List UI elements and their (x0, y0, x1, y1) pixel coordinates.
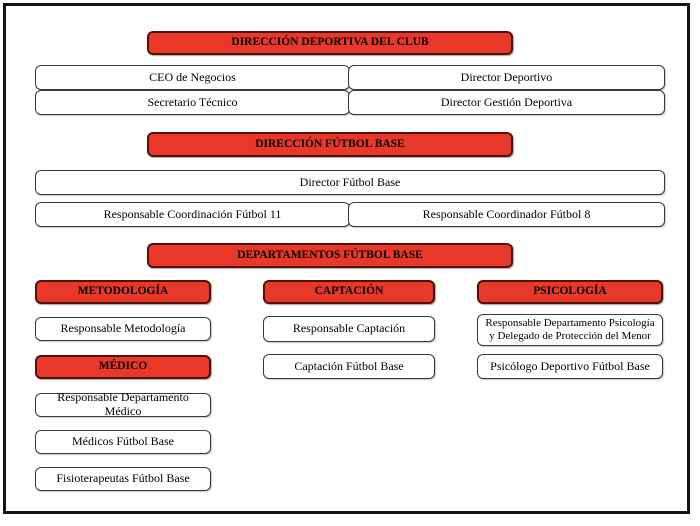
role-responsable-captacion: Responsable Captación (263, 316, 435, 342)
role-medicos-futbol-base: Médicos Fútbol Base (35, 430, 211, 454)
dept-header-psicologia: PSICOLOGÍA (477, 280, 663, 304)
role-director-deportivo: Director Deportivo (348, 65, 665, 90)
role-responsable-departamento-medico: Responsable Departamento Médico (35, 390, 211, 418)
role-director-futbol-base: Director Fútbol Base (35, 170, 665, 195)
section-header-departamentos-futbol-base: DEPARTAMENTOS FÚTBOL BASE (147, 243, 513, 268)
role-captacion-futbol-base: Captación Fútbol Base (263, 354, 435, 379)
role-director-gestion-deportiva: Director Gestión Deportiva (348, 90, 665, 115)
dept-header-captacion: CAPTACIÓN (263, 280, 435, 304)
role-fisioterapeutas-futbol-base: Fisioterapeutas Fútbol Base (35, 467, 211, 491)
dept-header-medico: MÉDICO (35, 355, 211, 379)
role-secretario-tecnico: Secretario Técnico (35, 90, 350, 115)
role-responsable-departamento-psicologia-delegado-proteccion-menor: Responsable Departamento Psicología y De… (477, 314, 663, 346)
role-responsable-metodologia: Responsable Metodología (35, 317, 211, 341)
role-responsable-coordinacion-futbol-11: Responsable Coordinación Fútbol 11 (35, 202, 350, 227)
dept-header-metodologia: METODOLOGÍA (35, 280, 211, 304)
section-header-direccion-deportiva-del-club: DIRECCIÓN DEPORTIVA DEL CLUB (147, 31, 513, 55)
role-psicologo-deportivo-futbol-base: Psicólogo Deportivo Fútbol Base (477, 354, 663, 379)
section-header-direccion-futbol-base: DIRECCIÓN FÚTBOL BASE (147, 132, 513, 157)
role-responsable-coordinador-futbol-8: Responsable Coordinador Fútbol 8 (348, 202, 665, 227)
role-ceo-de-negocios: CEO de Negocios (35, 65, 350, 90)
